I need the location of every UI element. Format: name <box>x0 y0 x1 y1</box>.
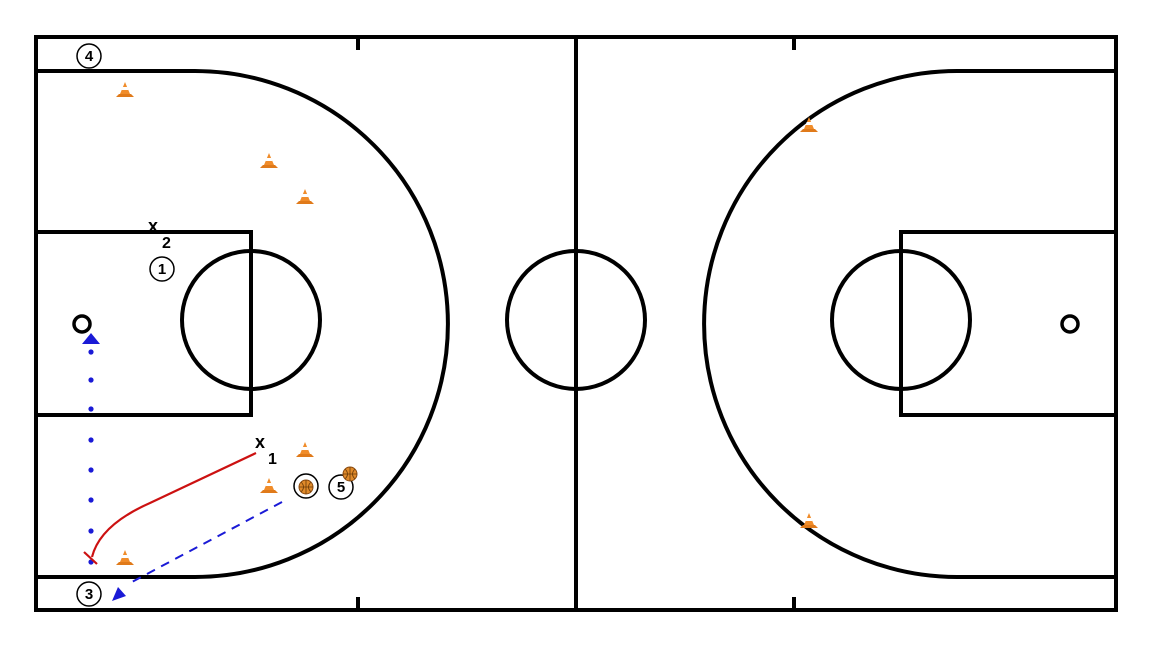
three-point-line-left <box>36 69 450 579</box>
svg-text:x: x <box>255 432 265 452</box>
svg-text:2: 2 <box>162 235 171 252</box>
player-4: 4 <box>76 43 102 69</box>
pass-line <box>112 501 283 601</box>
key-right <box>899 230 1118 417</box>
svg-text:4: 4 <box>85 48 94 65</box>
three-point-line-right <box>702 69 1116 579</box>
defender-x2: x 2 <box>148 216 171 252</box>
svg-text:1: 1 <box>268 451 277 468</box>
defender-x1: x 1 <box>255 432 277 468</box>
cone-icon <box>296 189 314 204</box>
hoop-icon <box>1060 314 1080 334</box>
arrow-head-icon <box>112 587 126 601</box>
screen-path <box>83 452 257 565</box>
cone-icon <box>296 442 314 457</box>
cone-icon <box>800 513 818 528</box>
basketball-icon <box>298 479 314 495</box>
free-throw-circle-right <box>830 249 972 391</box>
arrow-head-icon <box>82 333 100 344</box>
key-left <box>34 230 253 417</box>
center-circle <box>505 249 647 391</box>
cone-icon <box>116 550 134 565</box>
ball-carrier <box>293 473 319 499</box>
player-5: 5 <box>328 474 354 500</box>
svg-text:x: x <box>148 216 158 236</box>
dribble-path <box>82 333 100 565</box>
cone-icon <box>260 153 278 168</box>
cone-icon <box>116 82 134 97</box>
basketball-icon <box>342 466 358 482</box>
player-3: 3 <box>76 581 102 607</box>
svg-text:5: 5 <box>337 479 345 496</box>
hoop-icon <box>72 314 92 334</box>
svg-text:3: 3 <box>85 586 93 603</box>
svg-text:1: 1 <box>158 261 166 278</box>
cone-icon <box>260 478 278 493</box>
free-throw-circle-left <box>180 249 322 391</box>
player-1: 1 <box>149 256 175 282</box>
